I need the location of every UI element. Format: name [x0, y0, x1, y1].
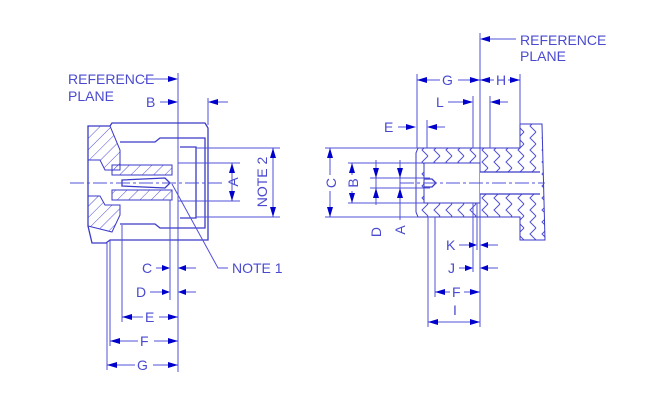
dim-h-label: H	[496, 72, 506, 88]
dim-i-label: I	[453, 302, 457, 318]
dim-f-label-right: F	[452, 284, 461, 300]
reference-label-right-line2: PLANE	[520, 48, 566, 64]
dim-g-label: G	[137, 357, 148, 373]
dim-d-label-right: D	[368, 227, 384, 237]
reference-label-line2: PLANE	[68, 88, 114, 104]
dim-l-label: L	[436, 94, 444, 110]
reference-label-line1: REFERENCE	[68, 71, 154, 87]
dim-d-label: D	[136, 284, 146, 300]
reference-label-right-line1: REFERENCE	[520, 32, 606, 48]
dim-c-label-right: C	[323, 178, 339, 188]
dim-e-label-right: E	[384, 119, 393, 135]
dim-k-label: K	[446, 237, 456, 253]
dim-e-label: E	[145, 309, 154, 325]
dim-b-label: B	[146, 94, 155, 110]
note-1-label: NOTE 1	[232, 260, 283, 276]
dim-j-label: J	[448, 260, 455, 276]
dim-a-label: A	[225, 177, 241, 187]
right-view: REFERENCE PLANE G H L E C	[322, 32, 606, 327]
dim-g-label-right: G	[442, 72, 453, 88]
dim-c-label: C	[142, 260, 152, 276]
left-view: REFERENCE PLANE B A NOTE 2 NOTE 1 C	[68, 71, 283, 373]
dim-f-label: F	[140, 333, 149, 349]
dim-b-label-right: B	[345, 178, 361, 187]
dim-a-label-right: A	[392, 225, 408, 235]
note-2-label: NOTE 2	[254, 157, 270, 208]
